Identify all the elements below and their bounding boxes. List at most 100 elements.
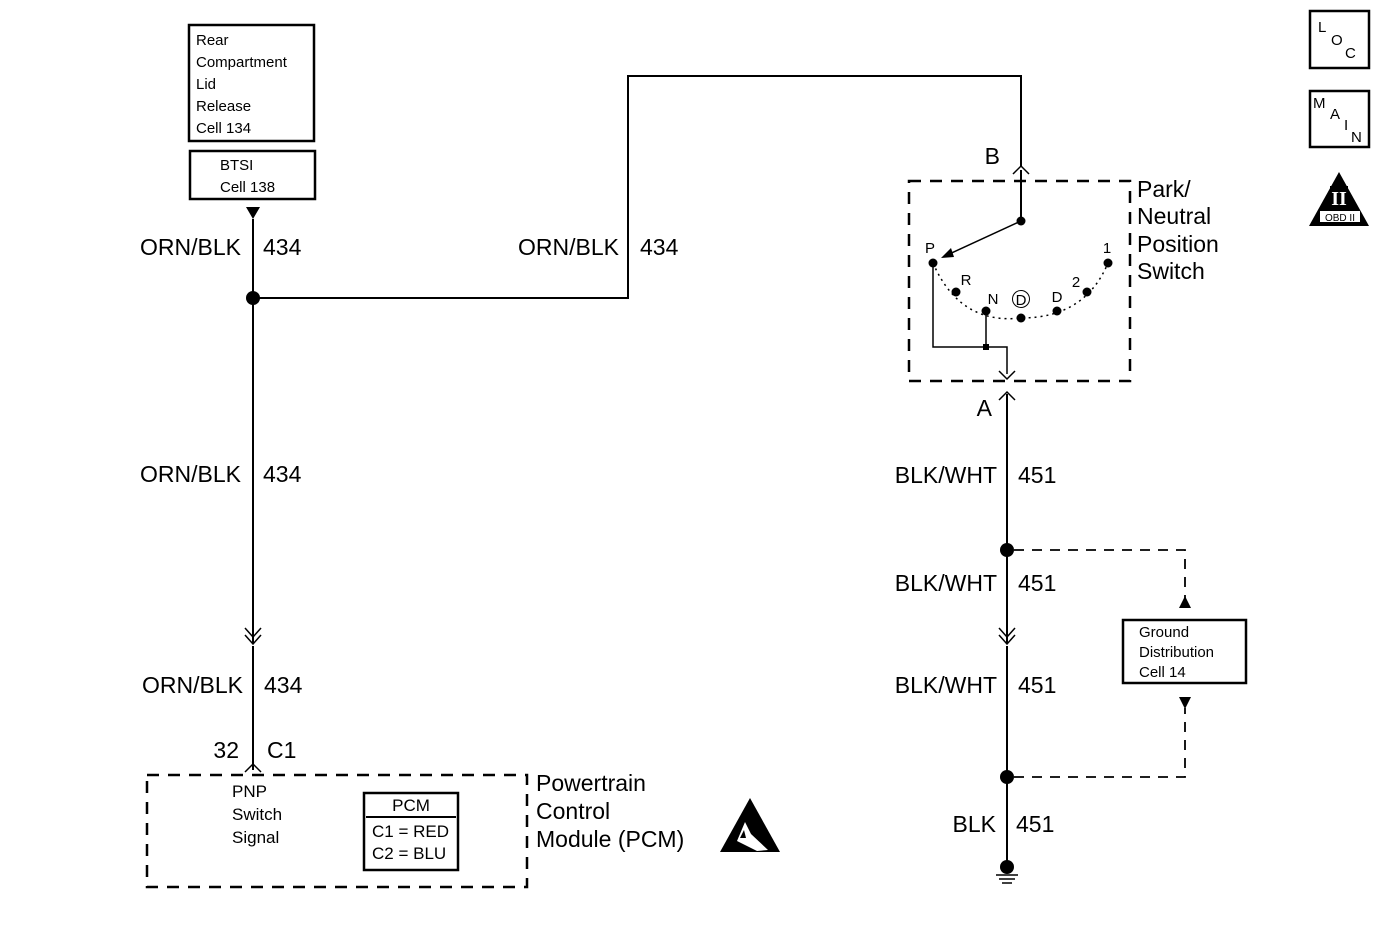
svg-text:434: 434: [264, 672, 303, 698]
svg-text:451: 451: [1016, 811, 1054, 837]
svg-text:ORN/BLK: ORN/BLK: [142, 672, 244, 698]
switch-connector-a: A: [977, 395, 993, 421]
svg-text:451: 451: [1018, 672, 1056, 698]
position-d-label: D: [1052, 289, 1063, 306]
wire-label-blk: BLK 451: [953, 811, 1055, 837]
esd-warning-icon: [720, 798, 780, 852]
pnp-switch-box[interactable]: [907, 179, 1132, 383]
splice-blk-wht-upper: [1000, 543, 1014, 557]
svg-text:Position: Position: [1137, 231, 1219, 257]
svg-text:Neutral: Neutral: [1137, 203, 1211, 229]
rear-compartment-ref-box[interactable]: Rear Compartment Lid Release Cell 134: [187, 23, 316, 143]
obd-ii-numeral: II: [1331, 188, 1347, 210]
main-badge-letter-2: A: [1330, 106, 1340, 123]
svg-text:Park/: Park/: [1137, 176, 1191, 202]
loc-badge-letter-2: O: [1331, 32, 1343, 49]
position-p-label: P: [925, 240, 935, 257]
svg-text:BLK/WHT: BLK/WHT: [895, 462, 997, 488]
pcm-signal-line-3: Signal: [232, 828, 279, 847]
ground-distribution-link-upper: [1014, 549, 1186, 598]
main-badge-letter-4: N: [1351, 129, 1362, 146]
btsi-arrow-icon: [246, 207, 260, 219]
rear-compartment-line-4: Release: [196, 98, 251, 115]
ground-distribution-arrow-up-icon: [1179, 596, 1191, 608]
connector-chevron-icon: [244, 627, 262, 646]
position-d-contact: [1052, 306, 1062, 316]
position-od-label: D: [1016, 292, 1027, 309]
svg-text:451: 451: [1018, 570, 1056, 596]
switch-arm-arrow-icon: [941, 248, 954, 258]
rear-compartment-line-3: Lid: [196, 76, 216, 93]
main-badge[interactable]: M A I N: [1308, 89, 1371, 149]
ground-distribution-line-3: Cell 14: [1139, 664, 1186, 681]
loc-badge-letter-1: L: [1318, 19, 1326, 36]
connector-b-chevron-icon: [1012, 164, 1030, 175]
main-badge-letter-1: M: [1313, 95, 1326, 112]
btsi-line-2: Cell 138: [220, 179, 275, 196]
wire-label-blk-wht-mid: BLK/WHT 451: [895, 570, 1057, 596]
obd-ii-label: OBD II: [1325, 213, 1355, 224]
ground-distribution-line-1: Ground: [1139, 624, 1189, 641]
wire-label-blk-wht-top: BLK/WHT 451: [895, 462, 1057, 488]
switch-connector-b: B: [985, 143, 1000, 169]
switch-positions: [928, 258, 1113, 323]
pnp-switch-title: Park/ Neutral Position Switch: [1137, 176, 1219, 284]
position-r-contact: [951, 287, 961, 297]
btsi-ref-box[interactable]: BTSI Cell 138: [188, 149, 317, 201]
position-1-contact: [1103, 258, 1113, 268]
pcm-module-box[interactable]: [145, 773, 529, 889]
switch-internal-junction: [983, 344, 989, 350]
position-1-label: 1: [1103, 240, 1111, 257]
switch-arm: [944, 220, 1022, 257]
position-2-label: 2: [1072, 274, 1080, 291]
pcm-connector-legend: PCM C1 = RED C2 = BLU: [362, 791, 460, 872]
svg-text:BLK/WHT: BLK/WHT: [895, 570, 997, 596]
ground-distribution-arrow-down-icon: [1179, 697, 1191, 709]
svg-text:ORN/BLK: ORN/BLK: [140, 461, 242, 487]
svg-text:434: 434: [263, 234, 302, 260]
ground-distribution-ref-box[interactable]: Ground Distribution Cell 14: [1121, 618, 1248, 685]
ground-distribution-line-2: Distribution: [1139, 644, 1214, 661]
svg-text:451: 451: [1018, 462, 1056, 488]
wire-label-orn-blk-center: ORN/BLK 434: [140, 461, 302, 487]
position-od-contact: [1016, 313, 1026, 323]
svg-text:ORN/BLK: ORN/BLK: [518, 234, 620, 260]
loc-badge-letter-3: C: [1345, 45, 1356, 62]
svg-text:BLK: BLK: [953, 811, 997, 837]
btsi-line-1: BTSI: [220, 157, 253, 174]
connector-a-chevron-icon: [998, 370, 1016, 401]
position-2-contact: [1082, 287, 1092, 297]
rear-compartment-line-5: Cell 134: [196, 120, 251, 137]
position-r-label: R: [961, 272, 972, 289]
pcm-legend-c1: C1 = RED: [372, 822, 449, 841]
pcm-legend-title: PCM: [392, 796, 430, 815]
loc-badge[interactable]: L O C: [1308, 9, 1371, 70]
pcm-title-line-2: Control: [536, 798, 610, 824]
wire-label-orn-blk-top: ORN/BLK 434: [140, 234, 302, 260]
svg-text:434: 434: [263, 461, 302, 487]
svg-text:434: 434: [640, 234, 679, 260]
obd-ii-badge[interactable]: II OBD II: [1309, 172, 1369, 226]
svg-text:Switch: Switch: [1137, 258, 1205, 284]
ground-icon: [996, 860, 1018, 884]
splice-blk-wht-lower: [1000, 770, 1014, 784]
rear-compartment-line-2: Compartment: [196, 54, 288, 71]
wire-label-blk-wht-bottom: BLK/WHT 451: [895, 672, 1057, 698]
rear-compartment-line-1: Rear: [196, 32, 229, 49]
pcm-signal-line-1: PNP: [232, 782, 267, 801]
pcm-signal-line-2: Switch: [232, 805, 282, 824]
main-badge-letter-3: I: [1344, 117, 1348, 134]
switch-internal-p-wire: [932, 263, 1008, 374]
svg-text:ORN/BLK: ORN/BLK: [140, 234, 242, 260]
connector-blk-wht-chevron-icon: [998, 627, 1016, 646]
pcm-connector-id: C1: [267, 737, 296, 763]
wire-label-orn-blk-mid: ORN/BLK 434: [518, 234, 679, 260]
ground-distribution-link-lower: [1014, 708, 1186, 778]
connector-c1-chevron-icon: [244, 762, 262, 773]
position-n-label: N: [988, 291, 999, 308]
pcm-title-line-3: Module (PCM): [536, 826, 684, 852]
pcm-title-line-1: Powertrain: [536, 770, 646, 796]
pcm-pin-number: 32: [213, 737, 239, 763]
svg-text:BLK/WHT: BLK/WHT: [895, 672, 997, 698]
